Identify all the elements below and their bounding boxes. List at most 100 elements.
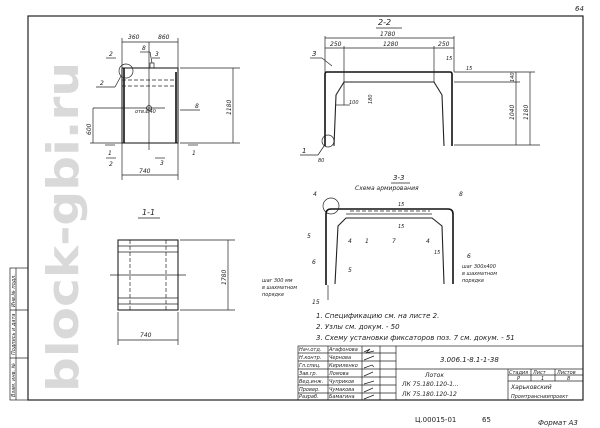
label: 1 [302, 147, 306, 155]
label: 1 [108, 150, 112, 157]
notes: 1. Спецификацию см. на листе 2. 2. Узлы … [316, 312, 515, 342]
label: 360 [128, 34, 140, 41]
page-number-top: 64 [575, 5, 584, 13]
label: Подпись и дата [11, 314, 17, 355]
label: Кириленко [329, 363, 358, 369]
label: 2 [109, 51, 113, 58]
label: шаг 300 мм [262, 278, 293, 284]
label: 1280 [383, 41, 398, 48]
label: 15 [398, 202, 404, 208]
label: в шахматном [262, 285, 297, 291]
label: Бамагина [329, 394, 355, 400]
doc-code: Ц.00015-01 [415, 416, 456, 424]
label: 2 [100, 80, 104, 87]
label: 15 [446, 56, 452, 62]
label: 1 [541, 376, 544, 382]
label: Промтрансниипроект [511, 394, 569, 400]
label: 100 [349, 100, 359, 106]
label: 3. Схему установки фиксаторов поз. 7 см.… [316, 334, 515, 342]
label: 8 [142, 45, 146, 52]
label: 180 [368, 94, 374, 104]
label: Чуприков [329, 379, 354, 385]
label: Чумакова [329, 387, 354, 393]
label: 5 [307, 233, 311, 240]
label: 6 [312, 259, 316, 266]
label: 3 [160, 160, 164, 167]
section-3-3: 3-3 Схема армирования 4 8 15 15 5 4 1 7 … [262, 174, 497, 306]
section-2-2: 2-2 1780 250 1280 250 15 15 140 1040 118… [300, 18, 540, 164]
label: Лоток [424, 372, 444, 379]
title-block: Нач.отд.Агафонова Н.контр.Чернова Гл.спе… [297, 345, 584, 401]
label: 15 [312, 299, 320, 306]
label: 4 [313, 191, 317, 198]
page-number-bottom: 65 [482, 416, 491, 424]
label: 1040 [509, 105, 516, 120]
label: 740 [140, 332, 152, 339]
label: 2. Узлы см. докум. - 50 [316, 323, 400, 331]
label: Схема армирования [355, 185, 419, 192]
label: 4 [348, 238, 352, 245]
reinforcement-labels: 4 8 15 15 5 4 1 7 4 6 15 5 6 15 [307, 191, 471, 306]
label: Чернова [329, 355, 351, 361]
label: 8 [567, 376, 570, 382]
label: 1780 [221, 270, 228, 285]
label: Н.контр. [299, 355, 321, 361]
label: Взам. инв. № [11, 363, 17, 397]
label: 740 [139, 168, 151, 175]
label: порядке [262, 292, 284, 298]
label: ЛК 75.180.120-1... [401, 381, 459, 388]
label: 1180 [523, 105, 530, 120]
label: ЛК 75.180.120-12 [401, 391, 457, 398]
label: 1780 [380, 31, 395, 38]
label: 4 [426, 238, 430, 245]
label: отв.Ø40 [135, 108, 156, 115]
label: Нач.отд. [299, 347, 321, 353]
watermark: block-gbi.ru [38, 62, 89, 392]
label: Разраб. [299, 394, 319, 400]
label: Стадия [509, 370, 528, 376]
label: 15 [398, 224, 404, 230]
label: 80 [318, 158, 324, 164]
label: 8 [459, 191, 463, 198]
label: Агафонова [328, 347, 358, 353]
label: Инв.№ подл. [11, 274, 17, 307]
label: 7 [392, 238, 396, 245]
label: Ломова [328, 371, 349, 377]
label: 1 [192, 150, 196, 157]
label: Р [517, 376, 520, 382]
label: 15 [434, 250, 440, 256]
label: 1180 [226, 100, 233, 115]
label: в шахматном [462, 271, 497, 277]
label: 3-3 [393, 174, 404, 182]
label: 250 [330, 41, 342, 48]
label: Провер. [299, 387, 320, 393]
label: 860 [158, 34, 170, 41]
sheet-frame [27, 15, 584, 401]
label: порядке [462, 278, 484, 284]
label: 8 [195, 103, 199, 110]
label: 3 [312, 50, 316, 58]
label: 3 [155, 51, 159, 58]
label: 140 [510, 72, 516, 82]
label: Харьковский [510, 384, 552, 391]
label: 2 [109, 161, 113, 168]
format-label: Формат А3 [538, 419, 578, 427]
label: 6 [467, 253, 471, 260]
label: шаг 300х400 [462, 264, 496, 270]
label: Листов [556, 370, 576, 376]
label: 5 [348, 267, 352, 274]
signatures [363, 348, 375, 400]
label: 1-1 [142, 208, 155, 217]
label: 1 [365, 238, 369, 245]
label: Зав.гр. [299, 371, 317, 377]
plan-view: 360 860 740 1180 600 отв.Ø40 8 8 2 1 1 2… [86, 34, 240, 180]
label: 2-2 [378, 18, 391, 27]
label: Лист [532, 370, 547, 376]
label: Вед.инж. [299, 379, 323, 385]
designation: 3.006.1-8.1-1-38 [440, 356, 499, 364]
section-1-1: 1-1 1780 740 [110, 208, 235, 345]
side-stamp: Инв.№ подл. Подпись и дата Взам. инв. № [9, 267, 29, 401]
label: 600 [86, 123, 93, 135]
label: 15 [466, 66, 472, 72]
